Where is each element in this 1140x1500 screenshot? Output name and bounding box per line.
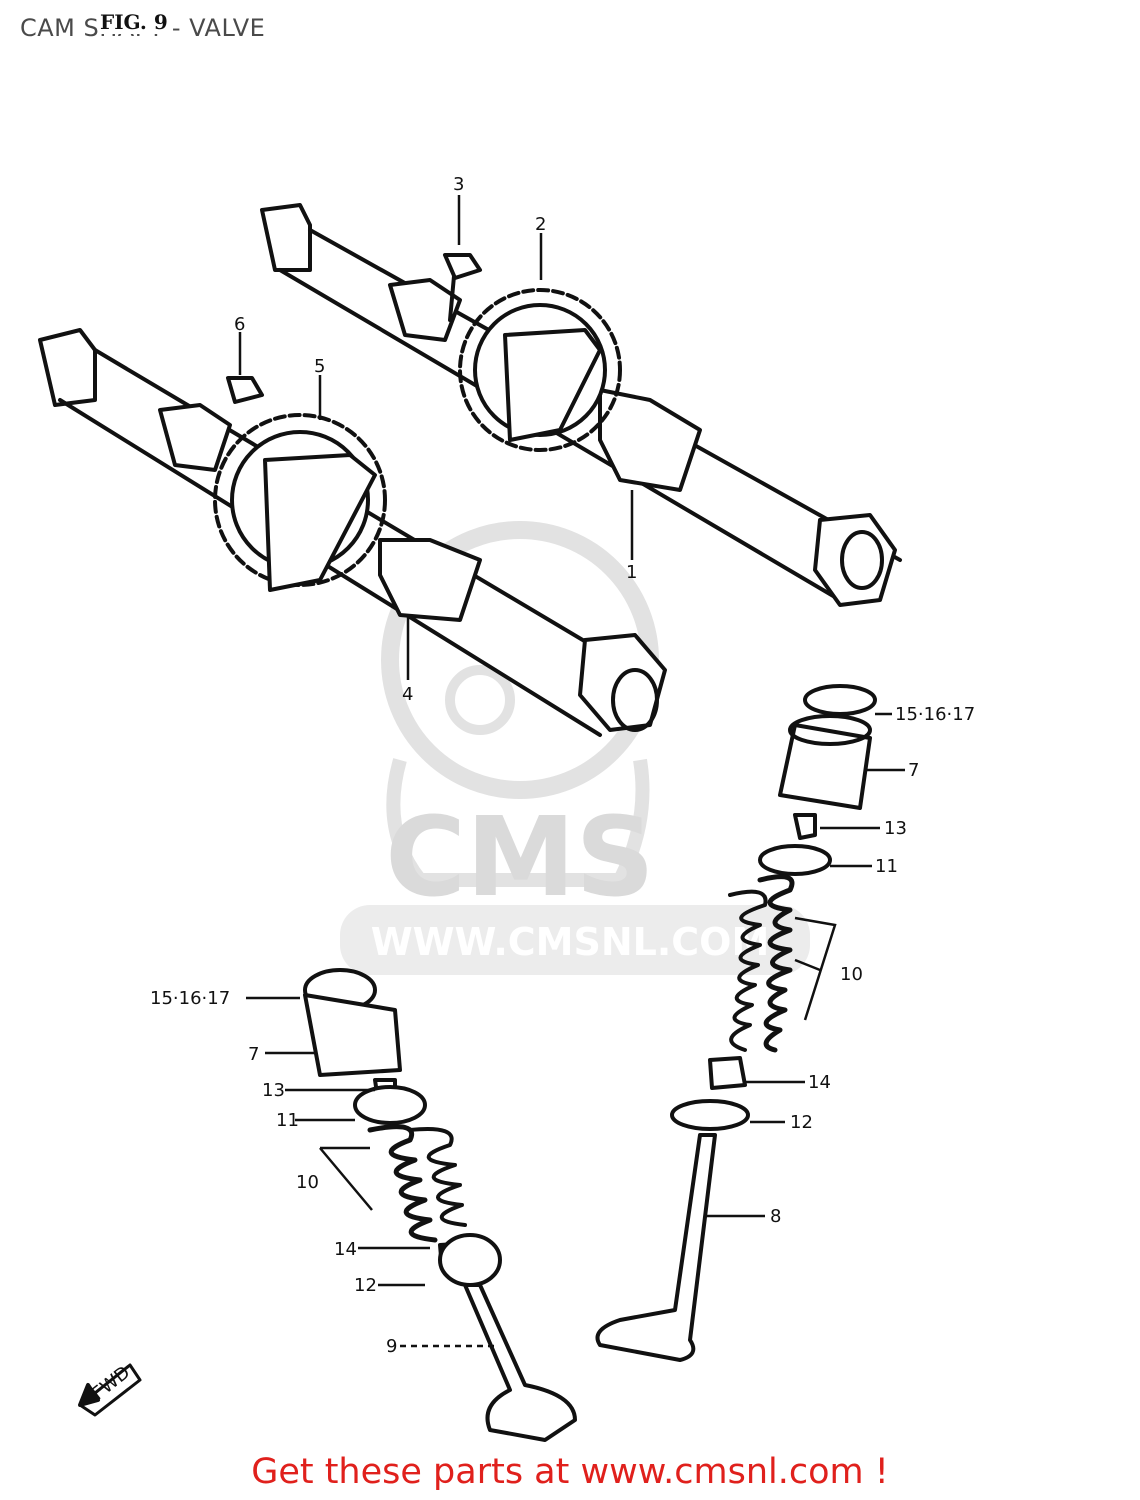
callout-12-left: 12	[354, 1275, 377, 1296]
watermark-mascot-eye	[445, 665, 515, 735]
watermark-brand: CMS	[385, 793, 654, 921]
retainer-right	[758, 844, 832, 876]
callout-5: 5	[314, 356, 325, 377]
spring-left	[367, 1124, 438, 1243]
valve-right	[595, 1133, 717, 1362]
spring-right	[757, 874, 795, 1053]
seal-right	[708, 1056, 747, 1090]
callout-7-left: 7	[248, 1044, 259, 1065]
callout-3: 3	[453, 174, 464, 195]
figure-number: FIG. 9	[98, 10, 170, 34]
lower-seat-left	[438, 1233, 502, 1287]
shim-right	[803, 684, 877, 716]
leader-lines	[238, 195, 905, 1348]
camshaft-4	[38, 328, 667, 737]
callout-14-right: 14	[808, 1072, 831, 1093]
callout-7-right: 7	[908, 760, 919, 781]
fwd-arrow-icon	[78, 1363, 142, 1417]
watermark-url: WWW.CMSNL.COM	[371, 920, 770, 964]
cotter-right	[793, 813, 817, 840]
callout-9: 9	[386, 1336, 397, 1357]
callout-11-left: 11	[276, 1110, 299, 1131]
watermark-banner	[340, 905, 810, 975]
valve-left	[463, 1283, 577, 1442]
callout-13-right: 13	[884, 818, 907, 839]
callout-15-16-17-left: 15·16·17	[150, 988, 230, 1009]
footer-promo-link[interactable]: Get these parts at www.cmsnl.com !	[251, 1452, 889, 1492]
cms-watermark: CMS WWW.CMSNL.COM	[340, 521, 810, 975]
lower-seat-right	[670, 1099, 750, 1131]
callout-14-left: 14	[334, 1239, 357, 1260]
tappet-left	[303, 993, 402, 1077]
left-valve-assembly	[303, 968, 577, 1442]
tappet-right	[778, 723, 872, 810]
camshaft-1	[260, 203, 902, 607]
callout-8: 8	[770, 1206, 781, 1227]
callout-labels: 3 2 6 5 1 4 15·16·17 7 13 11 10 14 12 8 …	[88, 174, 975, 1404]
watermark-mascot-body	[386, 758, 650, 887]
right-valve-assembly	[595, 684, 877, 1362]
callout-13-left: 13	[262, 1080, 285, 1101]
callout-6: 6	[234, 314, 245, 335]
callout-10-right: 10	[840, 964, 863, 985]
callout-15-16-17-right: 15·16·17	[895, 704, 975, 725]
callout-2: 2	[535, 214, 546, 235]
callout-12-right: 12	[790, 1112, 813, 1133]
callout-11-right: 11	[875, 856, 898, 877]
callout-1: 1	[626, 562, 637, 583]
callout-10-left: 10	[296, 1172, 319, 1193]
callout-4: 4	[402, 684, 413, 705]
retainer-left	[353, 1085, 427, 1125]
exploded-parts-diagram: CMS WWW.CMSNL.COM	[38, 174, 975, 1442]
